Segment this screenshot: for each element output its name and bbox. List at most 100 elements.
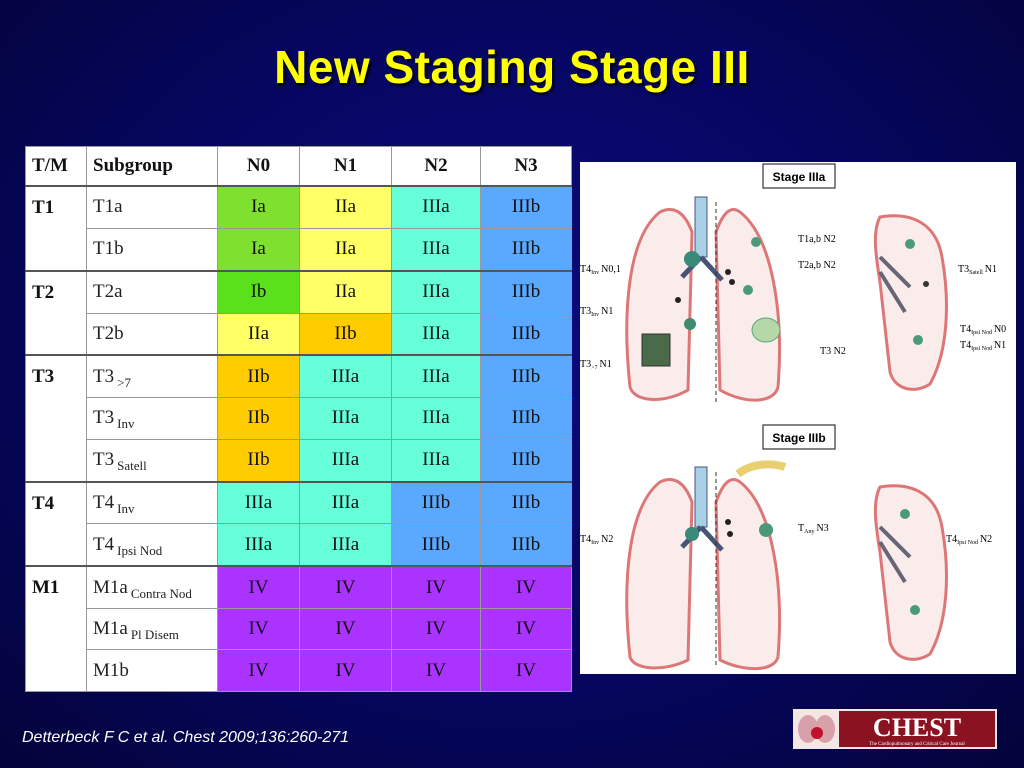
header-n0: N0 xyxy=(217,146,300,187)
panel-iiia: Stage IIIa xyxy=(580,163,1006,402)
stage-cell: IV xyxy=(217,608,300,651)
stage-cell: IIb xyxy=(217,397,300,440)
stage-cell: IIIa xyxy=(391,269,481,314)
lung-staging-figure: Stage IIIa xyxy=(580,162,1016,674)
subgroup-cell: T2b xyxy=(86,312,218,356)
stage-cell: IIb xyxy=(217,354,300,399)
stage-cell: IV xyxy=(391,608,481,651)
subgroup-main: M1a xyxy=(93,618,128,640)
subgroup-cell: T1a xyxy=(86,184,218,229)
stage-cell: IV xyxy=(299,565,392,610)
subgroup-main: T2b xyxy=(93,322,124,344)
panel-iiia-label-box xyxy=(762,163,836,189)
stage-cell: IIIa xyxy=(299,354,392,399)
subgroup-main: T3 xyxy=(93,407,115,429)
lungs-iiib-front xyxy=(625,460,787,671)
stage-cell: IV xyxy=(391,565,481,610)
subgroup-main: T1a xyxy=(93,196,123,218)
logo-tagline: The Cardiopulmonary and Critical Care Jo… xyxy=(869,742,965,747)
stage-cell: IIIa xyxy=(391,397,481,440)
stage-cell: IIa xyxy=(299,184,392,229)
tm-group-label: T1 xyxy=(25,185,87,272)
stage-cell: IIIb xyxy=(480,227,572,272)
subgroup-qualifier: Contra Nod xyxy=(130,585,192,601)
stage-cell: IIIb xyxy=(480,184,572,229)
subgroup-qualifier: Ipsi Nod xyxy=(117,542,163,558)
stage-cell: IIIb xyxy=(480,312,572,356)
chest-journal-logo: CHEST The Cardiopulmonary and Critical C… xyxy=(793,709,997,749)
stage-cell: Ia xyxy=(217,184,300,229)
stage-cell: IV xyxy=(299,608,392,651)
stage-cell: IIIa xyxy=(217,480,300,525)
subgroup-main: M1a xyxy=(93,576,128,598)
stage-cell: IV xyxy=(480,649,572,692)
subgroup-cell: M1b xyxy=(86,649,218,692)
stage-cell: IIa xyxy=(299,227,392,272)
stage-cell: IIIa xyxy=(391,184,481,229)
stage-cell: IV xyxy=(480,608,572,651)
stage-cell: IIb xyxy=(217,438,300,483)
header-n2: N2 xyxy=(391,146,481,187)
header-tm: T/M xyxy=(25,146,87,187)
panel-iiib-label-box xyxy=(762,424,836,450)
lung-iiib-side xyxy=(873,484,948,661)
lungs-logo-icon xyxy=(798,715,835,743)
subgroup-main: T3 xyxy=(93,449,115,471)
subgroup-qualifier: Pl Disem xyxy=(130,627,179,643)
header-subgroup: Subgroup xyxy=(86,146,218,187)
stage-cell: IIb xyxy=(299,312,392,356)
stage-cell: Ia xyxy=(217,227,300,272)
subgroup-main: T1b xyxy=(93,238,124,260)
logo-text: CHEST xyxy=(873,713,961,742)
tm-group-label: M1 xyxy=(25,565,87,693)
annot-t3-n2: T3 N2 xyxy=(820,346,846,357)
subgroup-main: T4 xyxy=(93,491,115,513)
tm-group-label: T2 xyxy=(25,269,87,356)
stage-cell: IIIb xyxy=(480,269,572,314)
stage-cell: IV xyxy=(217,565,300,610)
stage-cell: IIIa xyxy=(391,438,481,483)
stage-cell: IIIa xyxy=(391,354,481,399)
stage-cell: IIa xyxy=(299,269,392,314)
annot-t1ab-n2: T1a,b N2 xyxy=(798,234,836,245)
stage-cell: IIIa xyxy=(391,312,481,356)
subgroup-cell: T2a xyxy=(86,269,218,314)
subgroup-cell: T1b xyxy=(86,227,218,272)
stage-cell: IIIa xyxy=(299,438,392,483)
lungs-iiia-front xyxy=(625,196,781,402)
subgroup-main: M1b xyxy=(93,659,129,681)
tm-group-label: T4 xyxy=(25,480,87,567)
stage-cell: IIIa xyxy=(299,523,392,567)
subgroup-qualifier: >7 xyxy=(117,374,131,390)
subgroup-main: T2a xyxy=(93,281,123,303)
header-n1: N1 xyxy=(299,146,392,187)
stage-cell: Ib xyxy=(217,269,300,314)
stage-cell: IV xyxy=(217,649,300,692)
stage-cell: IIIb xyxy=(480,354,572,399)
stage-cell: IIIb xyxy=(480,523,572,567)
subgroup-qualifier: Inv xyxy=(117,500,135,516)
annot-t2ab-n2: T2a,b N2 xyxy=(798,260,836,271)
tm-group-label: T3 xyxy=(25,354,87,483)
